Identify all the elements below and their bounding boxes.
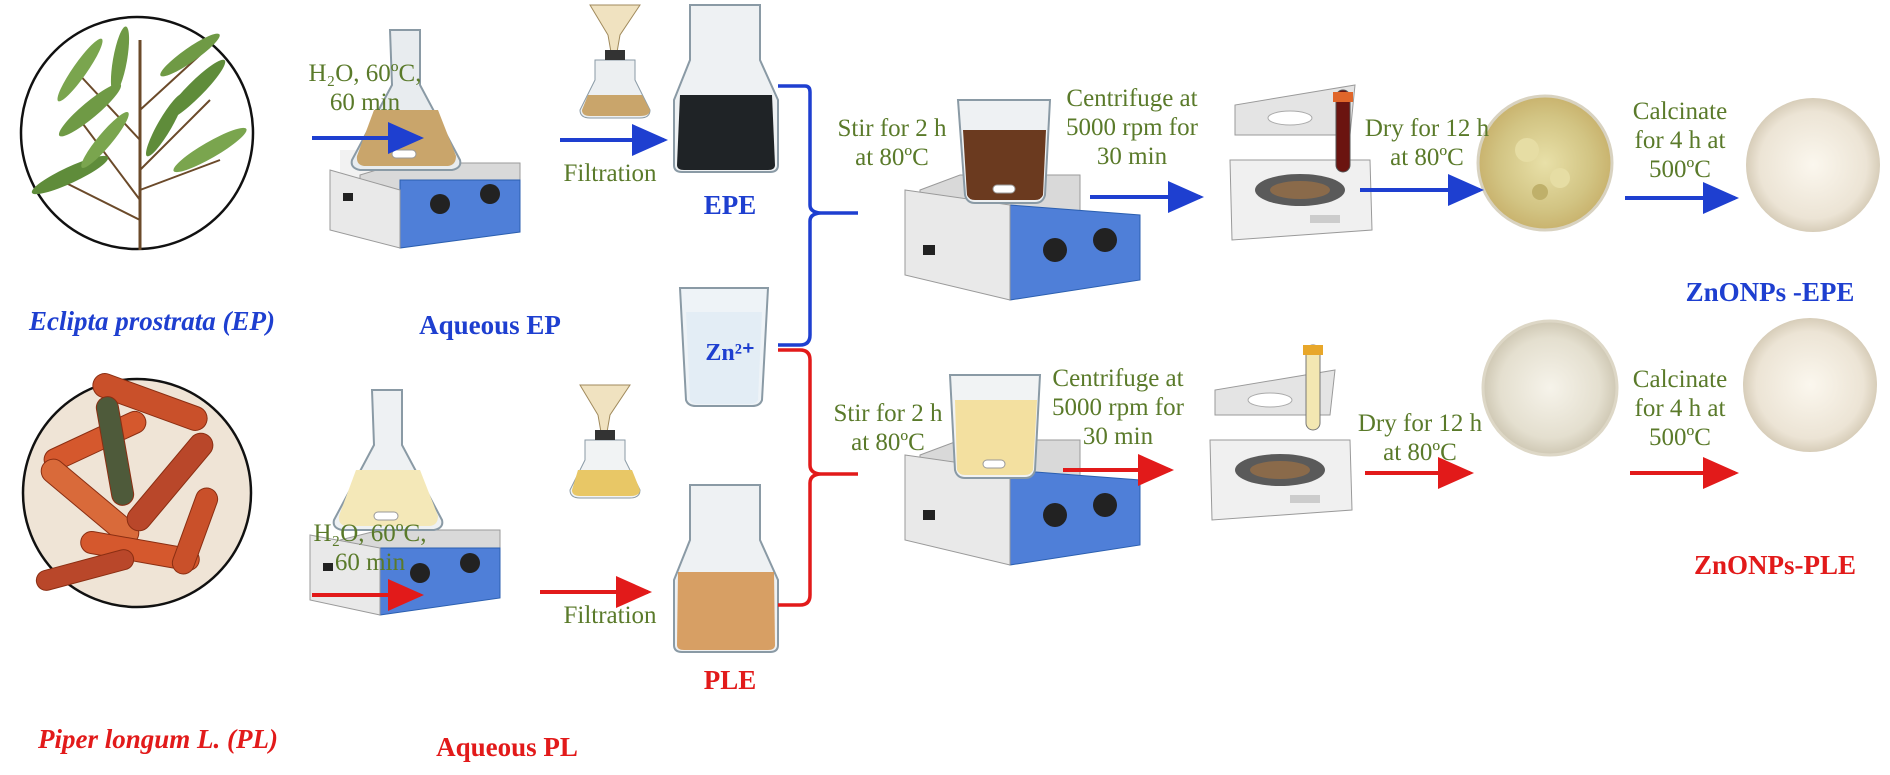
plant-name-pl: Piper longum L. (PL)	[38, 724, 278, 754]
hotplate-stirrer-icon	[904, 174, 1141, 301]
centrifuge-line2: 5000 rpm for	[1066, 113, 1198, 141]
powder-bowl-icon	[1743, 318, 1877, 452]
dry-line2: at 80ºC	[1390, 143, 1464, 171]
stir-line1: Stir for 2 h	[833, 400, 943, 427]
filtration-label-pl: Filtration	[563, 602, 657, 629]
centrifuge-line2: 5000 rpm for	[1052, 393, 1184, 421]
extraction-condition-pl: H₂O, 60ºC, 60 min	[295, 520, 445, 578]
beaker-icon	[956, 99, 1052, 204]
centrifuge-icon	[1209, 369, 1353, 521]
dry-condition-ep: Dry for 12 h at 80ºC	[1352, 115, 1502, 173]
stir-line1: Stir for 2 h	[837, 115, 947, 142]
dry-condition-pl: Dry for 12 h at 80ºC	[1345, 410, 1495, 468]
beaker-icon	[678, 287, 770, 407]
funnel-filter-icon	[579, 4, 651, 119]
erlenmeyer-flask-icon	[332, 389, 444, 531]
centrifuge-condition-ep: Centrifuge at 5000 rpm for 30 min	[1052, 85, 1212, 171]
extraction-condition-line1: H₂O, 60ºC,	[313, 520, 427, 547]
product-epe-label: ZnONPs -EPE	[1685, 277, 1855, 307]
epe-label: EPE	[703, 190, 757, 220]
funnel-filter-icon	[569, 384, 641, 499]
erlenmeyer-flask-icon	[673, 4, 779, 173]
centrifuge-icon	[1229, 84, 1373, 241]
hotplate-stirrer-icon	[329, 150, 521, 249]
stir-line2: at 80ºC	[851, 428, 925, 456]
dry-line1: Dry for 12 h	[1364, 115, 1490, 142]
calcinate-line2: for 4 h at	[1634, 394, 1726, 422]
powder-bowl-icon	[1476, 94, 1614, 232]
calcinate-condition-ep: Calcinate for 4 h at 500ºC	[1615, 98, 1745, 184]
product-ple-label: ZnONPs-PLE	[1693, 550, 1857, 580]
centrifuge-line3: 30 min	[1082, 422, 1154, 450]
centrifuge-line1: Centrifuge at	[1052, 365, 1184, 392]
zinc-ion-label: Zn²⁺	[705, 340, 755, 366]
calcinate-line3: 500ºC	[1649, 155, 1711, 183]
aqueous-pl-label: Aqueous PL	[436, 732, 578, 762]
stir-condition-pl: Stir for 2 h at 80ºC	[818, 400, 958, 458]
centrifuge-line3: 30 min	[1096, 142, 1168, 170]
calcinate-condition-pl: Calcinate for 4 h at 500ºC	[1615, 366, 1745, 452]
filtration-label-ep: Filtration	[563, 160, 657, 187]
calcinate-line3: 500ºC	[1649, 423, 1711, 451]
stir-line2: at 80ºC	[855, 143, 929, 171]
extraction-condition-line2: 60 min	[329, 88, 401, 116]
pepper-spikes-icon	[21, 373, 253, 609]
extraction-condition-line2: 60 min	[334, 548, 406, 576]
beaker-icon	[948, 374, 1042, 479]
dry-line2: at 80ºC	[1383, 438, 1457, 466]
stir-condition-ep: Stir for 2 h at 80ºC	[822, 115, 962, 173]
ple-label: PLE	[703, 665, 757, 695]
test-tube-icon	[1303, 344, 1323, 431]
plant-name-ep: Eclipta prostrata (EP)	[28, 306, 275, 336]
plant-leaves-icon	[19, 15, 255, 251]
dry-line1: Dry for 12 h	[1357, 410, 1483, 437]
extraction-condition-ep: H₂O, 60ºC, 60 min	[290, 60, 440, 118]
extraction-condition-line1: H₂O, 60ºC,	[308, 60, 422, 87]
erlenmeyer-flask-icon	[673, 484, 779, 653]
centrifuge-line1: Centrifuge at	[1066, 85, 1198, 112]
powder-bowl-icon	[1481, 319, 1619, 457]
test-tube-icon	[1333, 89, 1353, 173]
calcinate-line1: Calcinate	[1632, 98, 1728, 125]
calcinate-line1: Calcinate	[1632, 366, 1728, 393]
centrifuge-condition-pl: Centrifuge at 5000 rpm for 30 min	[1038, 365, 1198, 451]
powder-bowl-icon	[1746, 98, 1880, 232]
calcinate-line2: for 4 h at	[1634, 126, 1726, 154]
aqueous-ep-label: Aqueous EP	[419, 310, 561, 340]
